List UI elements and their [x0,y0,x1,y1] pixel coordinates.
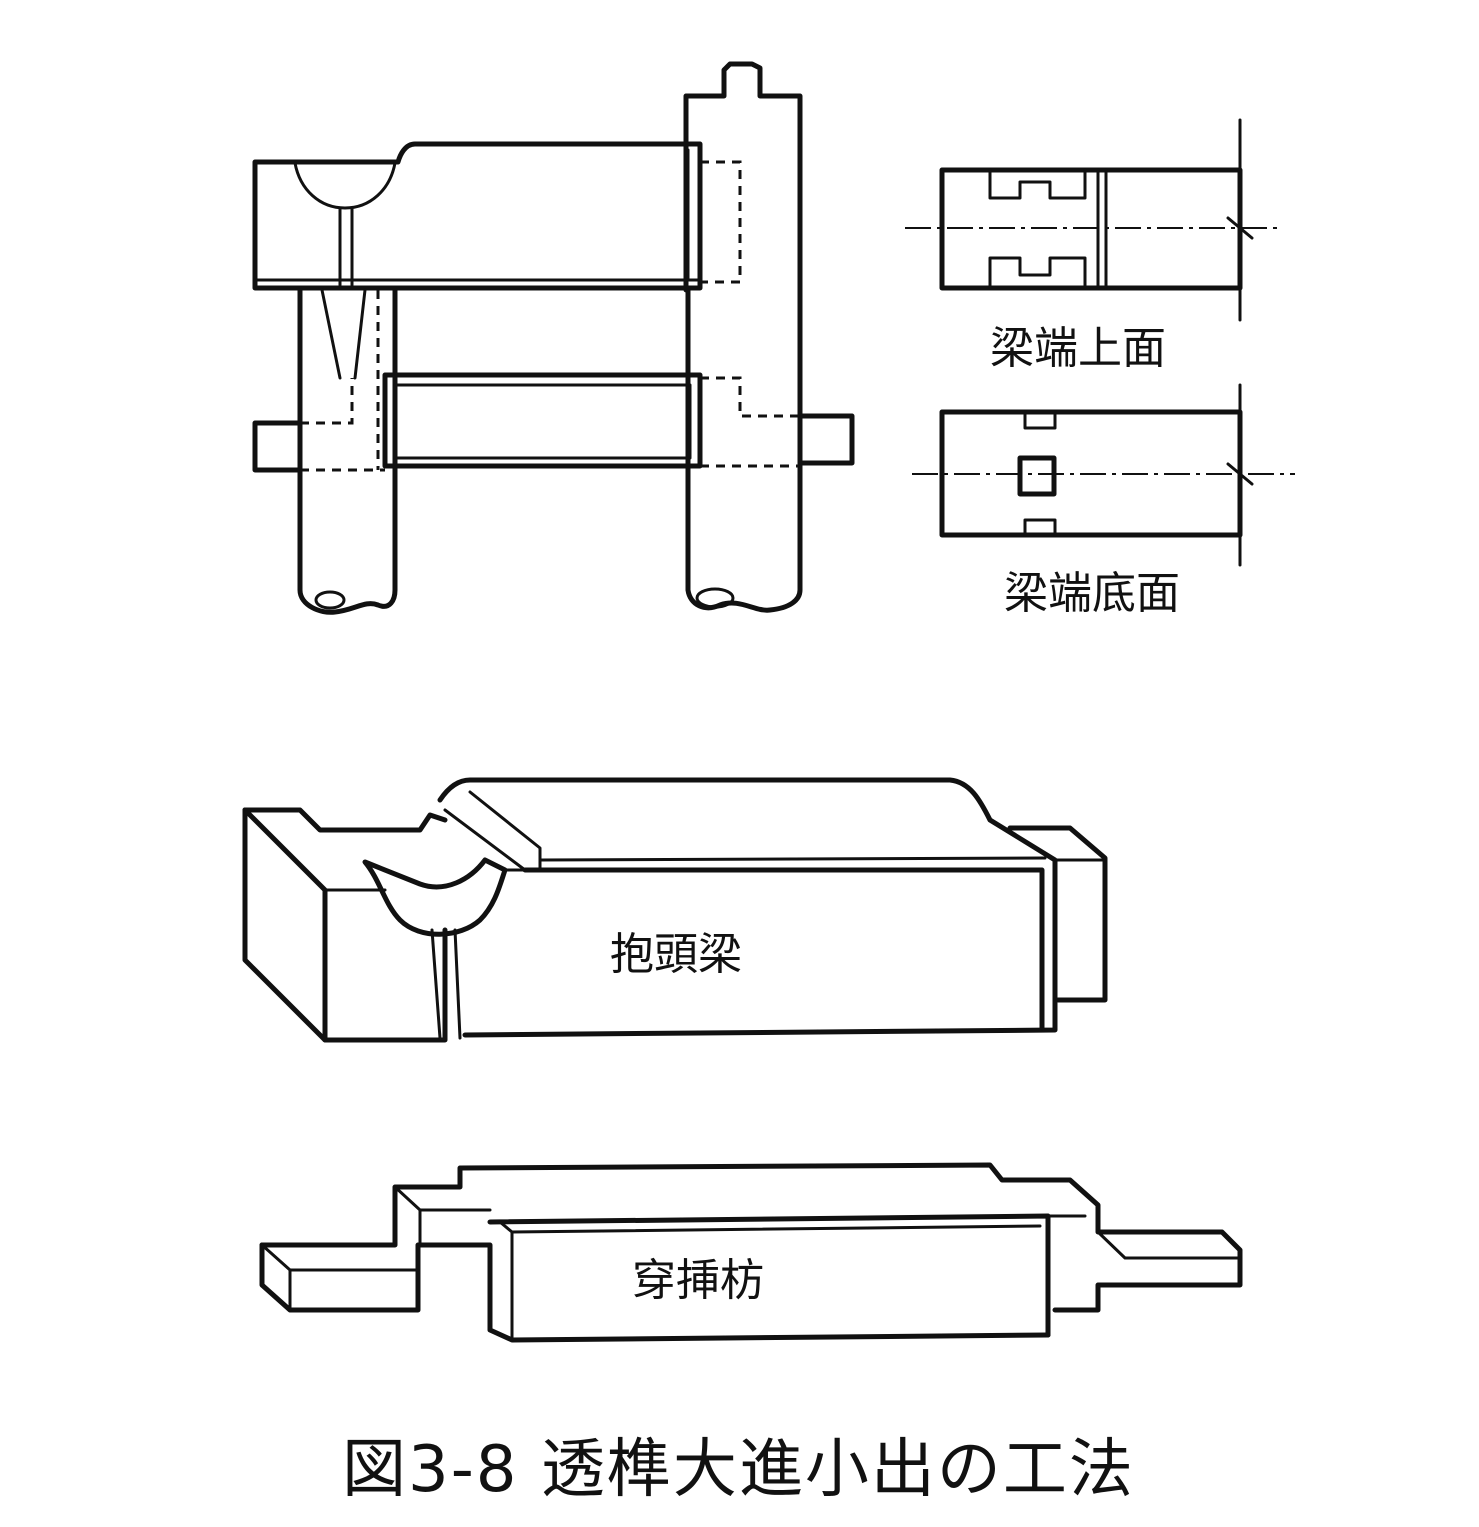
baotou-beam-isometric [242,777,1108,1043]
mortise-hole [1017,455,1057,497]
beam-end-top-label: 梁端上面 [990,323,1166,374]
figure-caption: 図3-8 透榫大進小出の工法 [342,1433,1135,1507]
beam-end-bottom-view [912,383,1295,567]
beam-end-bottom-label: 梁端底面 [1004,568,1180,619]
chuancha-fang-label: 穿挿枋 [632,1255,764,1306]
lower-tie-beam [382,372,703,469]
right-post-section [695,587,735,609]
elevation-assembly [252,61,855,615]
right-post [683,61,803,613]
tie-beam-left-tenon [252,420,303,473]
tie-beam-right-tenon [797,413,855,466]
upper-beam [252,141,703,291]
left-post [297,287,398,615]
beam-seat [293,161,397,210]
chuancha-fang-isometric [259,1162,1243,1343]
beam-end-top-view [905,118,1280,322]
left-post-section [314,590,346,610]
baotou-beam-label: 抱頭梁 [610,929,742,980]
